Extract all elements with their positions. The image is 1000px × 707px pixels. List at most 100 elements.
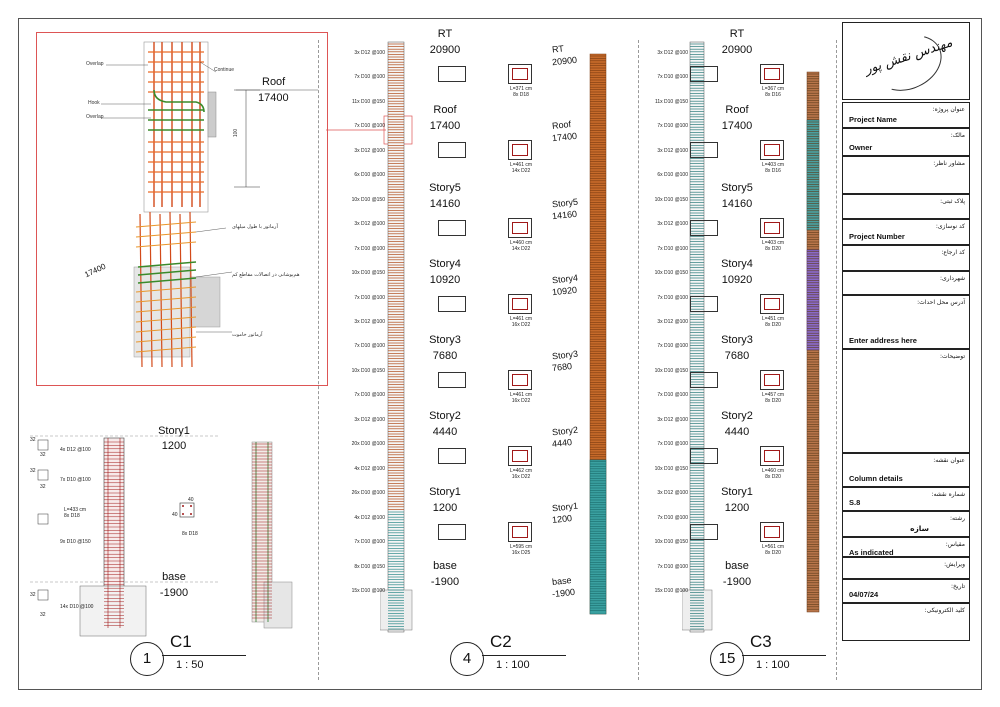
c3-rebar-note: 15x D10 @100 — [654, 588, 688, 594]
c3-tie-shape — [690, 66, 718, 82]
c3-rebar-note: 6x D10 @100 — [657, 172, 688, 179]
c3-rebar-note: 7x D10 @100 — [657, 441, 688, 448]
title-block-row: عنوان پروژه: Project Name — [842, 102, 970, 128]
title-block-label: عنوان نقشه: — [933, 457, 965, 464]
c3-level-elev: -1900 — [722, 576, 752, 588]
title-block-label: تاریخ: — [951, 583, 965, 590]
c3-tie-shape — [690, 220, 718, 236]
c3-rebar-note: 7x D10 @100 — [657, 74, 688, 81]
callout-dim: 100 — [233, 128, 240, 138]
c2-rebar-note: 11x D10 @150 — [351, 98, 385, 105]
c2-rebar-note: 7x D10 @100 — [354, 343, 385, 350]
c2-rebar-note: 7x D10 @100 — [354, 74, 385, 81]
c3-bar-length: L=460 cm 8x D20 — [761, 468, 785, 480]
c3-section-box — [760, 522, 784, 542]
c2-bar-length: L=461 cm 16x D22 — [509, 392, 533, 404]
c3-rebar-note: 3x D12 @100 — [657, 416, 688, 423]
c2-level-elev: -1900 — [430, 576, 460, 588]
c3-section-box — [760, 64, 784, 84]
logo-swash — [865, 24, 951, 102]
c1-dim: 32 — [30, 437, 36, 443]
c2-rebar-note: 8x D10 @150 — [354, 563, 385, 570]
c2-iso-level-name: RT — [551, 43, 565, 55]
c2-tie-shape — [438, 220, 466, 236]
title-block-label: توضیحات: — [939, 353, 965, 360]
column-scale: 1 : 100 — [756, 659, 790, 671]
title-block-label: عنوان پروژه: — [932, 106, 965, 113]
title-block-row: شماره نقشه:S.8 — [842, 487, 970, 511]
c1-bottom-level-name: base — [162, 571, 186, 583]
title-block-value: Project Name — [849, 115, 897, 124]
column-number-circle: 15 — [710, 642, 744, 676]
c2-bar-length: L=461 cm 14x D22 — [509, 162, 533, 174]
c2-level-name: Story4 — [429, 258, 461, 270]
c2-rebar-note: 7x D10 @100 — [354, 539, 385, 546]
c2-level-name: Story5 — [429, 182, 461, 194]
c2-tie-shape — [438, 372, 466, 388]
title-block-row: پلاک ثبتی: — [842, 194, 970, 219]
title-block-row: شهرداری: — [842, 271, 970, 295]
callout-detail-drawing — [101, 41, 318, 368]
c1-elevation-drawing — [30, 435, 293, 637]
title-block-row: آدرس محل احداث:Enter address here — [842, 295, 970, 349]
c2-section-ring — [512, 374, 528, 386]
c3-rebar-note: 7x D10 @100 — [657, 563, 688, 570]
c2-rebar-note: 10x D10 @150 — [351, 196, 385, 203]
c2-section-box — [508, 294, 532, 314]
callout-detail-box — [36, 32, 328, 386]
c2-bar-length: L=595 cm 16x D25 — [509, 544, 533, 556]
c2-rebar-note: 7x D10 @100 — [354, 123, 385, 130]
c2-bar-length: L=371 cm 8x D18 — [509, 86, 533, 98]
c3-rebar-note: 7x D10 @100 — [657, 392, 688, 399]
c2-bar-length: L=461 cm 16x D22 — [509, 316, 533, 328]
c3-tie-shape — [690, 372, 718, 388]
c2-level-name: Story1 — [429, 486, 461, 498]
title-block-row: مالک:Owner — [842, 128, 970, 156]
c2-rebar-note: 10x D10 @150 — [351, 367, 385, 374]
c3-bar-length: L=367 cm 8x D16 — [761, 86, 785, 98]
c3-level-elev: 17400 — [721, 120, 753, 132]
c2-level-elev: 7680 — [432, 350, 458, 362]
c3-rebar-note: 3x D12 @100 — [657, 50, 688, 56]
column-number-circle: 1 — [130, 642, 164, 676]
c3-rebar-note: 3x D12 @100 — [657, 147, 688, 154]
callout-note: آرماتور خاموت — [232, 332, 263, 338]
title-block-row: مقیاس:As indicated — [842, 537, 970, 557]
c3-rebar-note: 11x D10 @150 — [654, 98, 688, 105]
column-name: C1 — [170, 632, 192, 651]
title-block-row: مشاور ناظر: — [842, 156, 970, 194]
callout-level-name: Roof — [262, 76, 286, 88]
c1-rebar-note: 4x D12 @100 — [60, 447, 91, 453]
title-block-row: کلید الکترونیکی: — [842, 603, 970, 641]
c1-dim: 32 — [30, 592, 36, 598]
c2-column-drawing — [380, 41, 607, 633]
c2-rebar-note: 4x D12 @100 — [354, 465, 385, 472]
drawing-sheet-border — [18, 18, 982, 690]
callout-note: آرماتور با طول میلهای — [232, 224, 278, 230]
c1-dim: 32 — [30, 468, 36, 474]
title-block-row: کد ارجاع: — [842, 245, 970, 271]
c3-column-drawing — [682, 41, 820, 633]
column-scale: 1 : 100 — [496, 659, 530, 671]
c2-rebar-note: 3x D12 @100 — [354, 416, 385, 423]
c1-dim: 32 — [40, 484, 46, 490]
title-block-value: S.8 — [849, 498, 861, 507]
c1-bottom-level-elev: -1900 — [159, 587, 189, 599]
c2-rebar-note: 10x D10 @150 — [351, 270, 385, 277]
c3-rebar-note: 7x D10 @100 — [657, 294, 688, 301]
column-title-underline — [162, 655, 246, 656]
column-number: 1 — [142, 650, 152, 667]
c3-section-box — [760, 370, 784, 390]
column-number-circle: 4 — [450, 642, 484, 676]
title-block-row: ویرایش: — [842, 557, 970, 579]
title-block-row: توضیحات: — [842, 349, 970, 453]
c2-level-name: Story3 — [429, 334, 461, 346]
column-number: 15 — [718, 650, 736, 667]
c2-level-elev: 1200 — [432, 502, 458, 514]
c2-rebar-note: 3x D12 @100 — [354, 147, 385, 154]
title-block-label: مشاور ناظر: — [933, 160, 965, 167]
callout-label-overlap-2: Overlap — [86, 114, 104, 120]
c2-rebar-note: 26x D10 @100 — [351, 490, 385, 497]
title-block-label: پلاک ثبتی: — [940, 198, 965, 205]
c3-level-elev: 20900 — [721, 44, 753, 56]
